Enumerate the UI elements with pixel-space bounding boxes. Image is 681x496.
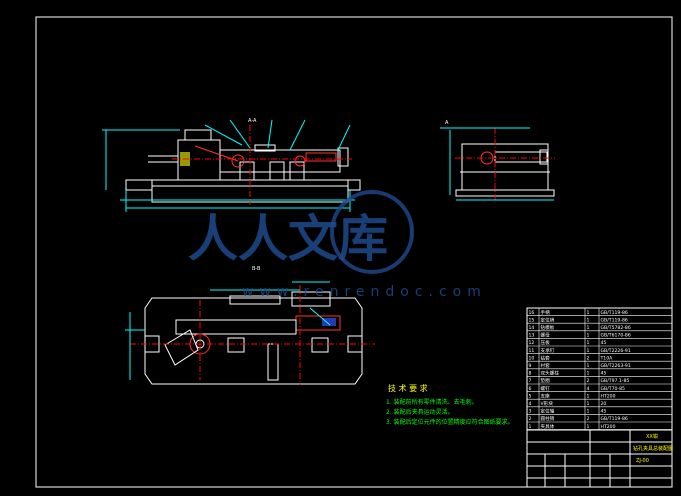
parts-cell-material: GB/T97.1-85 — [601, 378, 630, 384]
watermark-logo-ring — [330, 190, 414, 274]
parts-cell-material: 20 — [601, 401, 607, 407]
parts-cell-no: 15 — [529, 317, 535, 323]
parts-cell-no: 11 — [529, 348, 535, 354]
parts-cell-material: GB/T6170-86 — [601, 333, 631, 339]
parts-cell-no: 1 — [529, 424, 532, 430]
parts-cell-no: 12 — [529, 340, 535, 346]
slide-rail — [219, 149, 341, 173]
watermark-url: www.renrendoc.com — [242, 284, 487, 300]
requirement-2: 2. 装配后夹具运动灵活。 — [386, 408, 454, 416]
parts-cell-qty: 1 — [587, 325, 590, 331]
requirement-1: 1. 装配前所有零件清洗、去毛刺。 — [386, 398, 478, 406]
parts-cell-no: 6 — [529, 386, 532, 392]
parts-cell-material: HT200 — [601, 393, 616, 399]
parts-cell-no: 7 — [529, 378, 532, 384]
parts-cell-name: 压板 — [541, 339, 551, 346]
parts-cell-name: 支座 — [541, 392, 551, 399]
parts-cell-no: 8 — [529, 371, 532, 377]
parts-cell-qty: 4 — [587, 386, 590, 392]
drawing-frame — [35, 16, 673, 488]
section-label-bb: B-B — [252, 266, 261, 272]
parts-cell-qty: 1 — [587, 424, 590, 430]
parts-cell-name: 衬套 — [541, 362, 551, 369]
parts-cell-qty: 1 — [587, 409, 590, 415]
parts-cell-no: 14 — [529, 325, 535, 331]
section-label-a: A — [445, 120, 449, 126]
drawing-title: 钻孔夹具总装配图 — [633, 445, 673, 452]
parts-cell-name: 钻套 — [541, 354, 551, 361]
parts-cell-qty: 1 — [587, 363, 590, 369]
parts-cell-name: 手柄 — [541, 309, 551, 316]
parts-cell-no: 9 — [529, 363, 532, 369]
parts-cell-no: 5 — [529, 393, 532, 399]
pin-hole — [231, 154, 245, 168]
parts-cell-material: T10A — [600, 355, 614, 361]
requirement-3: 3. 装配后定位元件的位置精度应符合图纸要求。 — [386, 418, 514, 426]
parts-cell-qty: 1 — [587, 371, 590, 377]
parts-cell-qty: 1 — [587, 401, 590, 407]
parts-cell-material: GB/T70-85 — [601, 386, 625, 392]
drawing-number: ZJ-00 — [636, 458, 649, 464]
requirements-title: 技 术 要 求 — [388, 383, 428, 393]
top-view: B-B — [125, 266, 375, 385]
product-name: XX钳 — [646, 433, 658, 440]
parts-cell-no: 2 — [529, 416, 532, 422]
parts-cell-name: 定位销 — [541, 316, 555, 323]
parts-cell-qty: 1 — [587, 317, 590, 323]
technical-requirements: 技 术 要 求 1. 装配前所有零件清洗、去毛刺。 2. 装配后夹具运动灵活。 … — [386, 383, 514, 426]
parts-cell-no: 10 — [529, 355, 535, 361]
parts-cell-material: GB/T2226-91 — [601, 348, 631, 354]
parts-cell-material: GB/T119-86 — [601, 310, 628, 316]
parts-cell-qty: 2 — [587, 355, 590, 361]
parts-cell-no: 3 — [529, 409, 532, 415]
parts-cell-qty: 1 — [587, 310, 590, 316]
parts-cell-material: GB/T119-86 — [601, 416, 628, 422]
parts-cell-name: 夹具体 — [541, 423, 555, 430]
parts-cell-qty: 2 — [587, 416, 590, 422]
parts-cell-no: 16 — [529, 310, 535, 316]
parts-cell-material: HT200 — [601, 424, 616, 430]
watermark-text: 人人文库 — [188, 210, 388, 268]
parts-cell-name: 圆柱销 — [541, 415, 555, 422]
title-block: XX钳 钻孔夹具总装配图 ZJ-00 — [527, 429, 673, 487]
top-base-outline — [144, 297, 363, 385]
parts-cell-material: GB/T119-86 — [601, 317, 628, 323]
side-view: A — [440, 120, 555, 201]
parts-cell-no: 13 — [529, 333, 535, 339]
parts-cell-material: 45 — [601, 371, 607, 377]
front-view: A-A — [102, 118, 361, 212]
parts-cell-material: 45 — [601, 409, 607, 415]
parts-cell-name: 钻模板 — [541, 324, 555, 331]
parts-cell-no: 4 — [529, 401, 532, 407]
parts-cell-name: 支承钉 — [541, 347, 555, 354]
parts-cell-name: 双头螺柱 — [541, 370, 560, 377]
parts-cell-qty: 1 — [587, 393, 590, 399]
parts-cell-qty: 1 — [587, 333, 590, 339]
watermark: 人人文库 www.renrendoc.com — [188, 190, 487, 300]
parts-cell-name: 螺母 — [541, 332, 551, 339]
parts-cell-material: GB/T2263-91 — [601, 363, 631, 369]
parts-cell-name: 螺钉 — [541, 385, 551, 392]
parts-cell-qty: 2 — [587, 378, 590, 384]
parts-cell-name: 垫圈 — [541, 377, 551, 384]
parts-cell-material: GB/T5782-86 — [601, 325, 631, 331]
parts-cell-name: V形块 — [541, 400, 554, 407]
parts-cell-name: 定位轴 — [541, 408, 555, 415]
section-label-aa: A-A — [248, 118, 257, 124]
parts-cell-qty: 1 — [587, 340, 590, 346]
parts-cell-material: 45 — [601, 340, 607, 346]
parts-cell-qty: 1 — [587, 348, 590, 354]
side-body — [461, 143, 549, 191]
